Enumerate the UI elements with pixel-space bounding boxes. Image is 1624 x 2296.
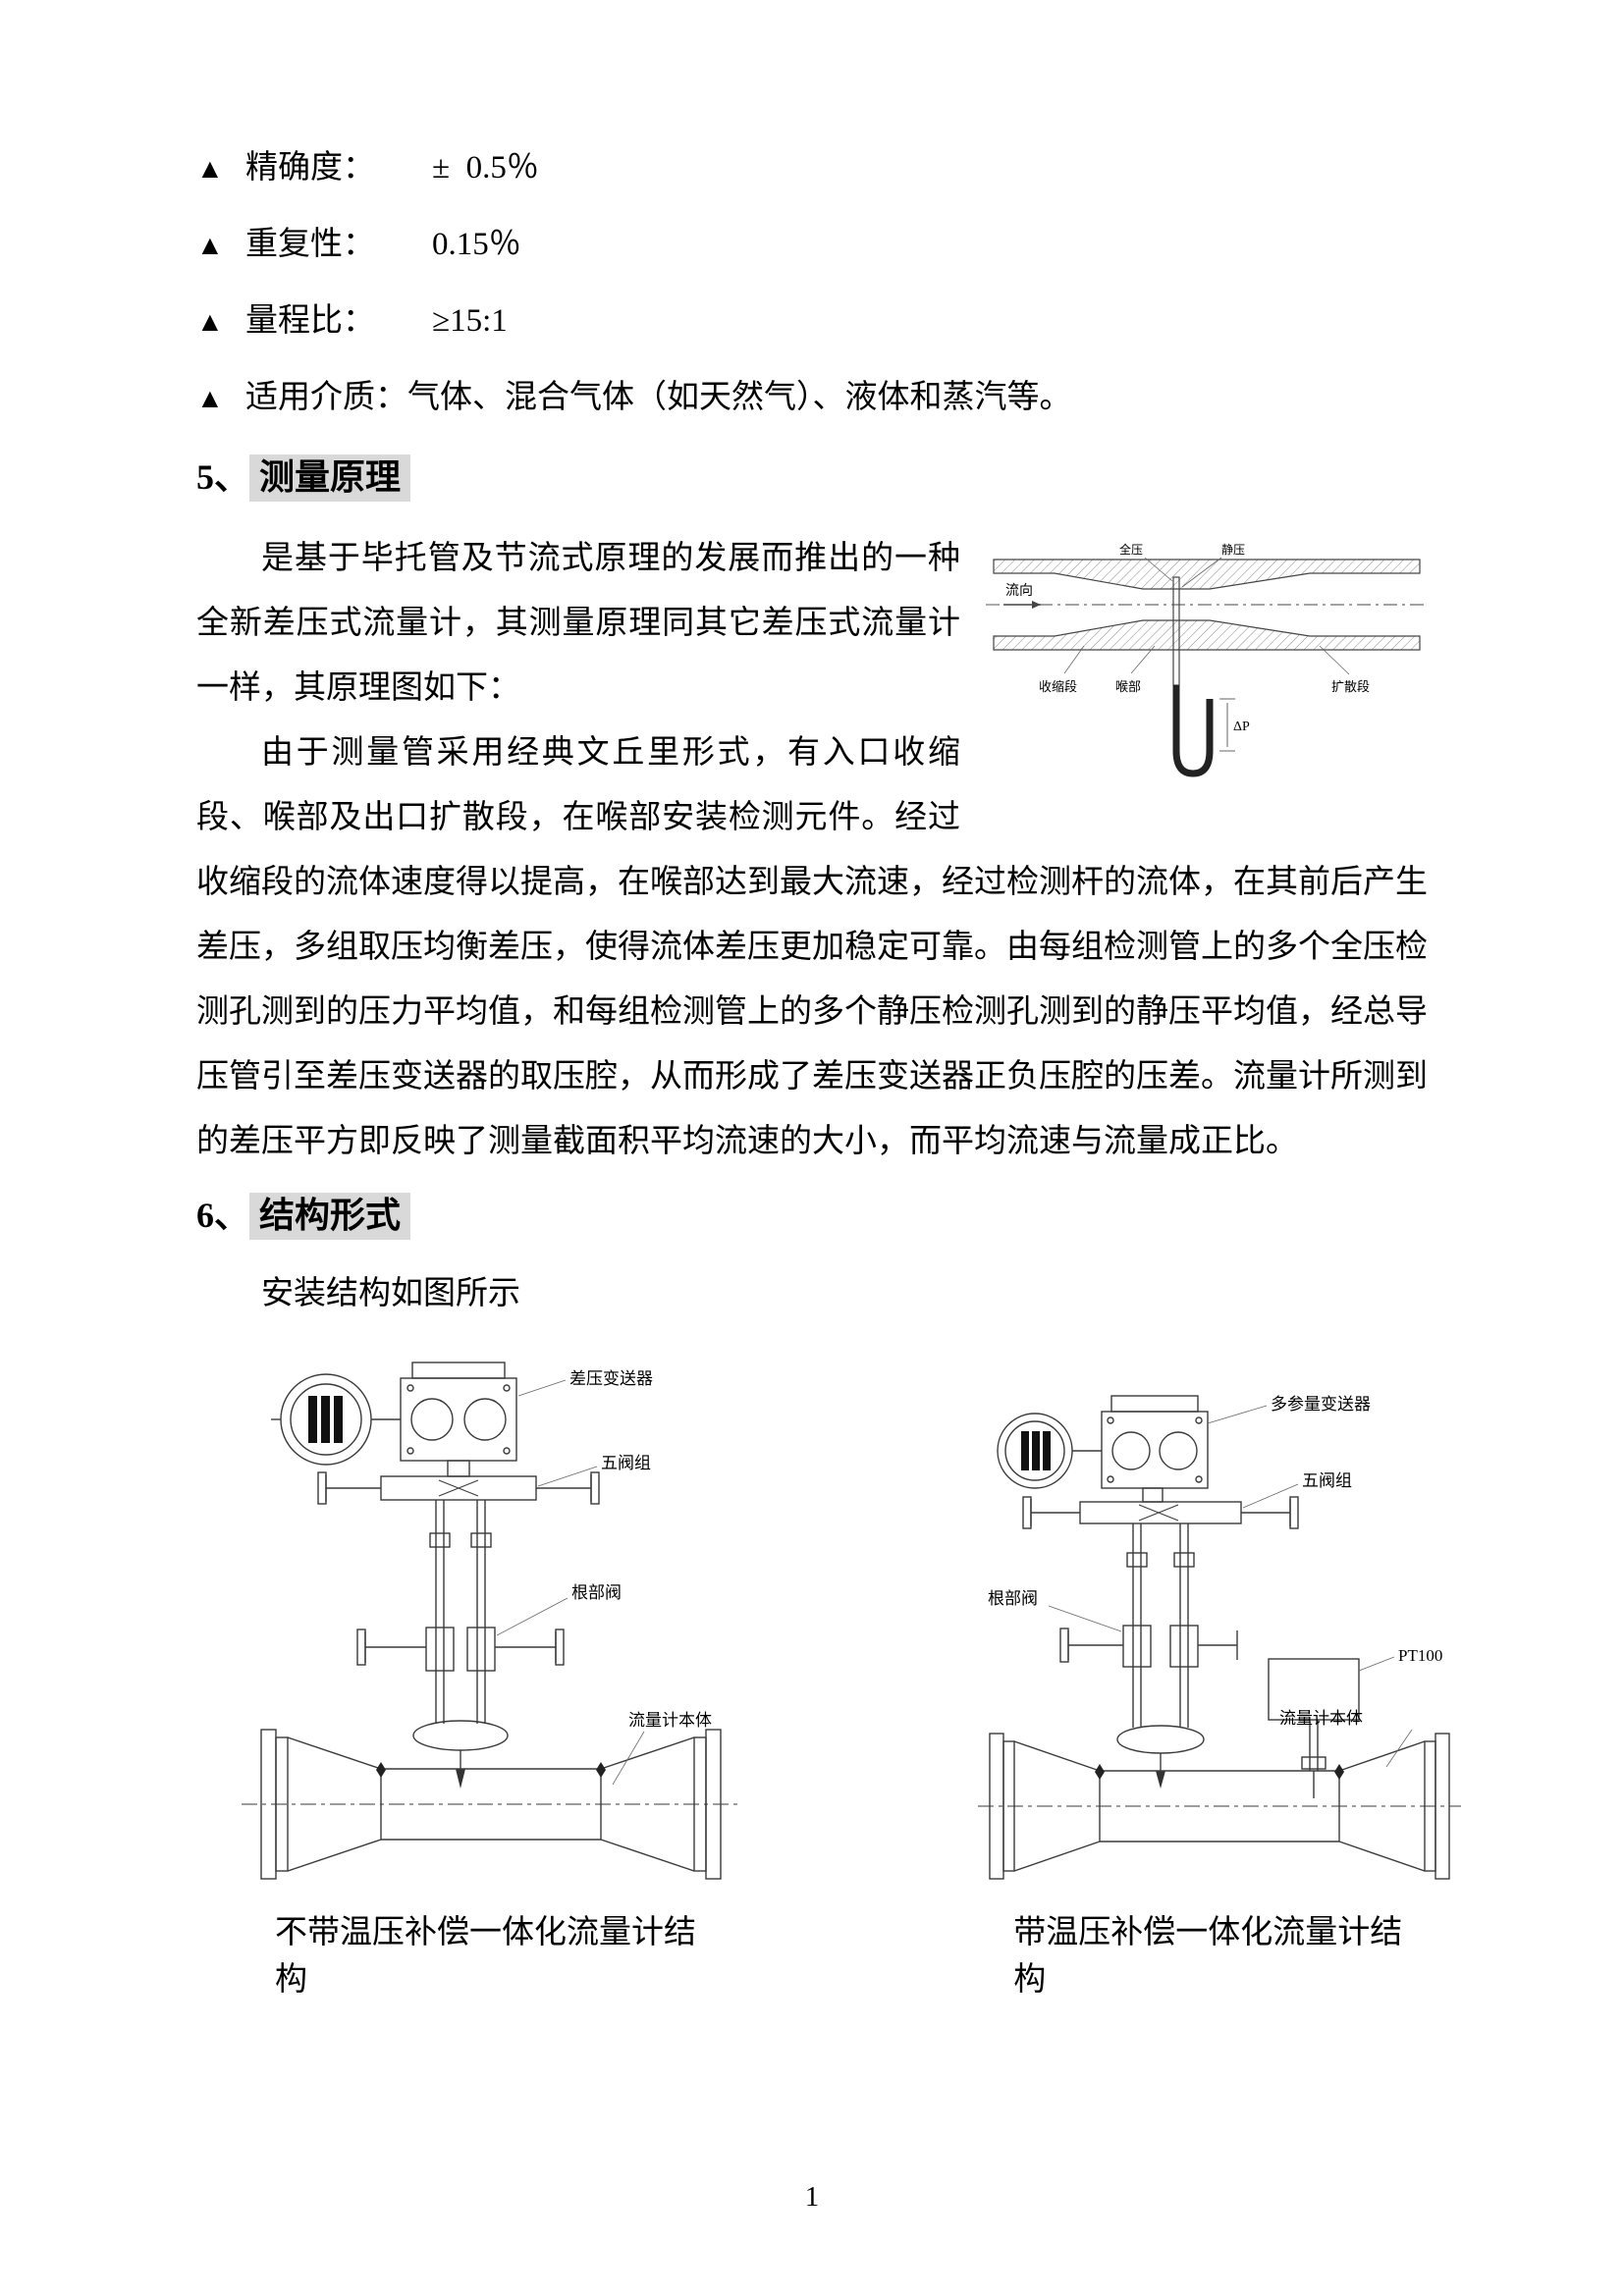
manifold-label: 五阀组 bbox=[1302, 1471, 1352, 1490]
leader-lines bbox=[1063, 557, 1350, 675]
spec-repeatability-row: ▲ 重复性： 0.15％ bbox=[196, 222, 1428, 269]
structure-diagrams: 差压变送器 五阀组 根部阀 流量计本体 bbox=[196, 1341, 1461, 1896]
flowmeter-body-label: 流量计本体 bbox=[628, 1711, 712, 1730]
display-head bbox=[997, 1413, 1102, 1489]
spec-accuracy-value: ± 0.5％ bbox=[432, 150, 539, 186]
section-6-heading: 6、结构形式 bbox=[196, 1190, 1428, 1241]
leader-lines bbox=[1048, 1405, 1413, 1768]
spec-media-label: 适用介质： bbox=[245, 380, 407, 415]
caption-no-compensation: 不带温压补偿一体化流量计结构 bbox=[275, 1915, 696, 1998]
spec-accuracy-label: 精确度： bbox=[245, 150, 375, 186]
flowmeter-drawing-left: 差压变送器 五阀组 根部阀 流量计本体 bbox=[242, 1362, 740, 1880]
diverging-section-label: 扩散段 bbox=[1331, 679, 1370, 694]
leader-lines bbox=[496, 1379, 645, 1786]
flowmeter-drawing-right: 多参量变送器 五阀组 根部阀 PT100 流量计本体 bbox=[978, 1395, 1461, 1880]
spec-repeatability-value: 0.15％ bbox=[432, 227, 521, 262]
probe-assembly bbox=[1116, 1725, 1205, 1789]
static-pressure-label: 静压 bbox=[1221, 543, 1245, 557]
total-pressure-label: 全压 bbox=[1119, 542, 1143, 557]
section-6-note: 安装结构如图所示 bbox=[261, 1276, 520, 1311]
display-head bbox=[271, 1373, 401, 1466]
venturi-principle-figure: 流向 全压 静压 收缩段 喉部 扩散段 ΔP bbox=[986, 530, 1428, 825]
spec-turndown-row: ▲ 量程比： ≥15:1 bbox=[196, 298, 1428, 346]
section-5-paragraph-1: 是基于毕托管及节流式原理的发展而推出的一种全新差压式流量计，其测量原理同其它差压… bbox=[196, 541, 960, 706]
pt100-label: PT100 bbox=[1398, 1646, 1442, 1665]
root-valves bbox=[1059, 1625, 1238, 1668]
probe-assembly bbox=[412, 1720, 509, 1789]
five-valve-manifold bbox=[317, 1471, 600, 1505]
venturi-top-wall bbox=[993, 559, 1421, 590]
spec-accuracy-row: ▲ 精确度： ± 0.5％ bbox=[196, 145, 1428, 192]
u-tube-manometer bbox=[1172, 685, 1214, 777]
triangle-bullet-icon: ▲ bbox=[196, 231, 224, 261]
flowmeter-diagram-no-compensation: 差压变送器 五阀组 根部阀 流量计本体 bbox=[236, 1341, 746, 1896]
section-6-number: 6、 bbox=[196, 1196, 250, 1235]
section-5-number: 5、 bbox=[196, 457, 250, 497]
triangle-bullet-icon: ▲ bbox=[196, 384, 224, 414]
converging-section-label: 收缩段 bbox=[1039, 679, 1077, 694]
page-number: 1 bbox=[804, 2181, 820, 2213]
throat-label: 喉部 bbox=[1115, 679, 1141, 694]
spec-media-row: ▲ 适用介质： 气体、混合气体（如天然气）、液体和蒸汽等。 bbox=[196, 375, 1428, 422]
impulse-pipes bbox=[429, 1500, 492, 1724]
venturi-drawing: 流向 全压 静压 收缩段 喉部 扩散段 ΔP bbox=[986, 542, 1428, 777]
multivariable-transmitter bbox=[1101, 1395, 1209, 1503]
delta-p-label: ΔP bbox=[1233, 720, 1250, 734]
triangle-bullet-icon: ▲ bbox=[196, 154, 224, 185]
flowmeter-diagram-with-compensation: 多参量变送器 五阀组 根部阀 PT100 流量计本体 bbox=[974, 1364, 1465, 1890]
pt100-assembly bbox=[1268, 1658, 1360, 1798]
triangle-bullet-icon: ▲ bbox=[196, 307, 224, 338]
spec-repeatability-label: 重复性： bbox=[245, 227, 375, 262]
multivariable-transmitter-label: 多参量变送器 bbox=[1271, 1395, 1371, 1414]
root-valves bbox=[356, 1627, 565, 1672]
five-valve-manifold bbox=[1022, 1496, 1299, 1529]
spec-media-value: 气体、混合气体（如天然气）、液体和蒸汽等。 bbox=[407, 380, 1072, 415]
venturi-bottom-wall bbox=[993, 619, 1421, 651]
root-valve-label: 根部阀 bbox=[988, 1589, 1038, 1608]
flow-direction-label: 流向 bbox=[1005, 583, 1033, 599]
spec-turndown-label: 量程比： bbox=[245, 303, 375, 339]
flowmeter-body bbox=[242, 1729, 740, 1880]
page-content: ▲ 精确度： ± 0.5％ ▲ 重复性： 0.15％ ▲ 量程比： ≥15:1 … bbox=[196, 145, 1461, 2003]
dp-transmitter-label: 差压变送器 bbox=[569, 1369, 653, 1388]
figure-captions: 不带温压补偿一体化流量计结构 带温压补偿一体化流量计结构 bbox=[196, 1909, 1428, 2003]
manifold-label: 五阀组 bbox=[601, 1454, 651, 1472]
dp-dimension bbox=[1219, 698, 1235, 752]
section-6-title: 结构形式 bbox=[249, 1193, 411, 1240]
caption-with-compensation: 带温压补偿一体化流量计结构 bbox=[1013, 1915, 1403, 1998]
flowmeter-body-label: 流量计本体 bbox=[1279, 1709, 1363, 1728]
flowmeter-body bbox=[978, 1733, 1461, 1880]
section-5-paragraph-2: 由于测量管采用经典文丘里形式，有入口收缩段、喉部及出口扩散段，在喉部安装检测元件… bbox=[196, 735, 1428, 1159]
spec-turndown-value: ≥15:1 bbox=[432, 303, 508, 339]
section-5-heading: 5、测量原理 bbox=[196, 452, 1428, 503]
section-5-title: 测量原理 bbox=[249, 454, 411, 502]
dp-transmitter bbox=[400, 1362, 517, 1477]
section-5-body: 流向 全压 静压 收缩段 喉部 扩散段 ΔP 是基于毕托管及节流式原理的发展而推… bbox=[196, 526, 1428, 1174]
root-valve-label: 根部阀 bbox=[571, 1583, 622, 1602]
